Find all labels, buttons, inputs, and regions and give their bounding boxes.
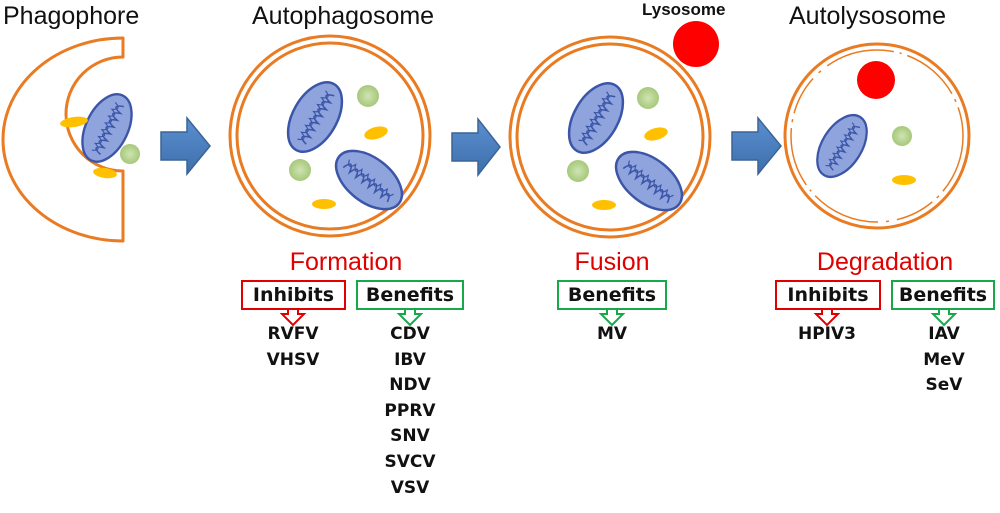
virus-label: MeV: [923, 349, 965, 370]
virus-label: MV: [596, 324, 628, 344]
virus-label: NDV: [389, 375, 431, 396]
virus-label: CDV: [390, 324, 430, 344]
autolysosome-title: Autolysosome: [789, 2, 947, 30]
arrow-1: [160, 115, 211, 177]
fusion-benefits-tag: Benefits: [557, 280, 667, 310]
autophagosome: [228, 34, 432, 238]
formation-benefits-list: CDV IBV NDV PPRV SNV SVCV VSV: [370, 322, 450, 501]
virus-label: RVFV: [267, 324, 319, 344]
fusion-label: Fusion: [574, 248, 650, 276]
virus-label: VHSV: [266, 349, 320, 370]
virus-label: SeV: [925, 375, 963, 396]
arrow-2: [451, 116, 501, 178]
fusion-vesicle: [508, 35, 712, 239]
autophagosome-title: Autophagosome: [252, 2, 435, 30]
formation-inhibits-list: RVFV VHSV: [253, 322, 333, 373]
degradation-inhibits-list: HPIV3: [787, 322, 867, 348]
lysosome-label: Lysosome: [642, 0, 726, 19]
virus-label: PPRV: [384, 400, 436, 421]
fusion-benefits-list: MV: [572, 322, 652, 348]
virus-label: VSV: [390, 477, 430, 498]
phagophore-title: Phagophore: [3, 2, 140, 30]
virus-label: IBV: [394, 349, 426, 370]
autolysosome: [783, 42, 971, 230]
lysosome: [673, 21, 719, 67]
virus-label: IAV: [928, 324, 960, 344]
virus-label: HPIV3: [798, 324, 856, 344]
formation-benefits-tag: Benefits: [356, 280, 464, 310]
phagophore-membrane: [1, 36, 125, 243]
formation-inhibits-tag: Inhibits: [241, 280, 346, 310]
degradation-benefits-tag: Benefits: [891, 280, 995, 310]
degradation-benefits-list: IAV MeV SeV: [904, 322, 984, 399]
phagophore-contents: [60, 85, 143, 179]
degradation-inhibits-tag: Inhibits: [775, 280, 881, 310]
virus-label: SNV: [390, 426, 430, 447]
arrow-3: [731, 115, 782, 177]
formation-label: Formation: [289, 248, 403, 276]
virus-label: SVCV: [384, 451, 436, 472]
degradation-label: Degradation: [816, 248, 954, 276]
